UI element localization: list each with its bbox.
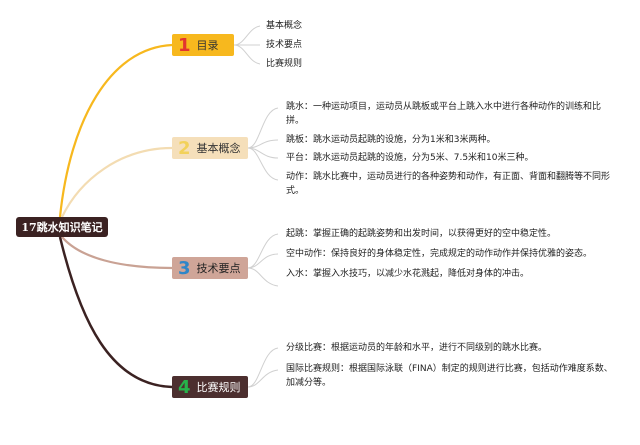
branch-3-label: 技术要点 <box>196 262 241 275</box>
leaf-1-1: 基本概念 <box>266 21 303 31</box>
leaf-1-2: 技术要点 <box>266 40 303 50</box>
branch-4-label: 比赛规则 <box>196 381 241 394</box>
leaf-1-3: 比赛规则 <box>266 59 303 69</box>
branch-2-number: 2 <box>178 137 191 159</box>
branch-4-node[interactable]: 4 比赛规则 <box>172 376 248 398</box>
leaf-links-2 <box>247 107 279 181</box>
leaf-links-4 <box>247 347 279 388</box>
branch-4-number: 4 <box>178 376 191 398</box>
leaf-4-2: 国际比赛规则：根据国际泳联（FINA）制定的规则进行比赛，包括动作难度系数、加减… <box>286 364 613 388</box>
leaf-3-3: 入水：掌握入水技巧，以减少水花溅起，降低对身体的冲击。 <box>286 269 530 279</box>
branch-2-node[interactable]: 2 基本概念 <box>172 137 248 159</box>
leaf-links-1 <box>233 25 261 65</box>
leaf-2-1: 跳水：一种运动项目，运动员从跳板或平台上跳入水中进行各种动作的训练和比拼。 <box>286 102 602 126</box>
branch-1-number: 1 <box>178 34 191 56</box>
leaf-3-2: 空中动作：保持良好的身体稳定性，完成规定的动作动作并保持优雅的姿态。 <box>286 249 593 259</box>
leaf-4-1: 分级比赛：根据运动员的年龄和水平，进行不同级别的跳水比赛。 <box>286 343 548 353</box>
branch-1-label: 目录 <box>196 39 219 52</box>
leaf-links-3 <box>247 233 279 287</box>
link-root-1 <box>58 43 173 218</box>
leaf-2-4: 动作：跳水比赛中，运动员进行的各种姿势和动作，有正面、背面和翻腾等不同形式。 <box>286 172 611 196</box>
leaf-2-2: 跳板：跳水运动员起跳的设施，分为1米和3米两种。 <box>286 135 496 145</box>
root-label: 17跳水知识笔记 <box>21 221 103 234</box>
link-root-2 <box>61 146 173 218</box>
link-root-4 <box>58 236 173 389</box>
branch-3-number: 3 <box>178 257 191 279</box>
branch-3-node[interactable]: 3 技术要点 <box>172 257 248 279</box>
branch-1-node[interactable]: 1 目录 <box>172 34 234 56</box>
leaf-3-1: 起跳：掌握正确的起跳姿势和出发时间，以获得更好的空中稳定性。 <box>286 229 557 239</box>
branch-2-label: 基本概念 <box>196 142 241 155</box>
link-root-3 <box>61 236 173 270</box>
leaf-2-3: 平台：跳水运动员起跳的设施，分为5米、7.5米和10米三种。 <box>286 153 534 163</box>
root-node[interactable]: 17跳水知识笔记 <box>16 217 108 237</box>
